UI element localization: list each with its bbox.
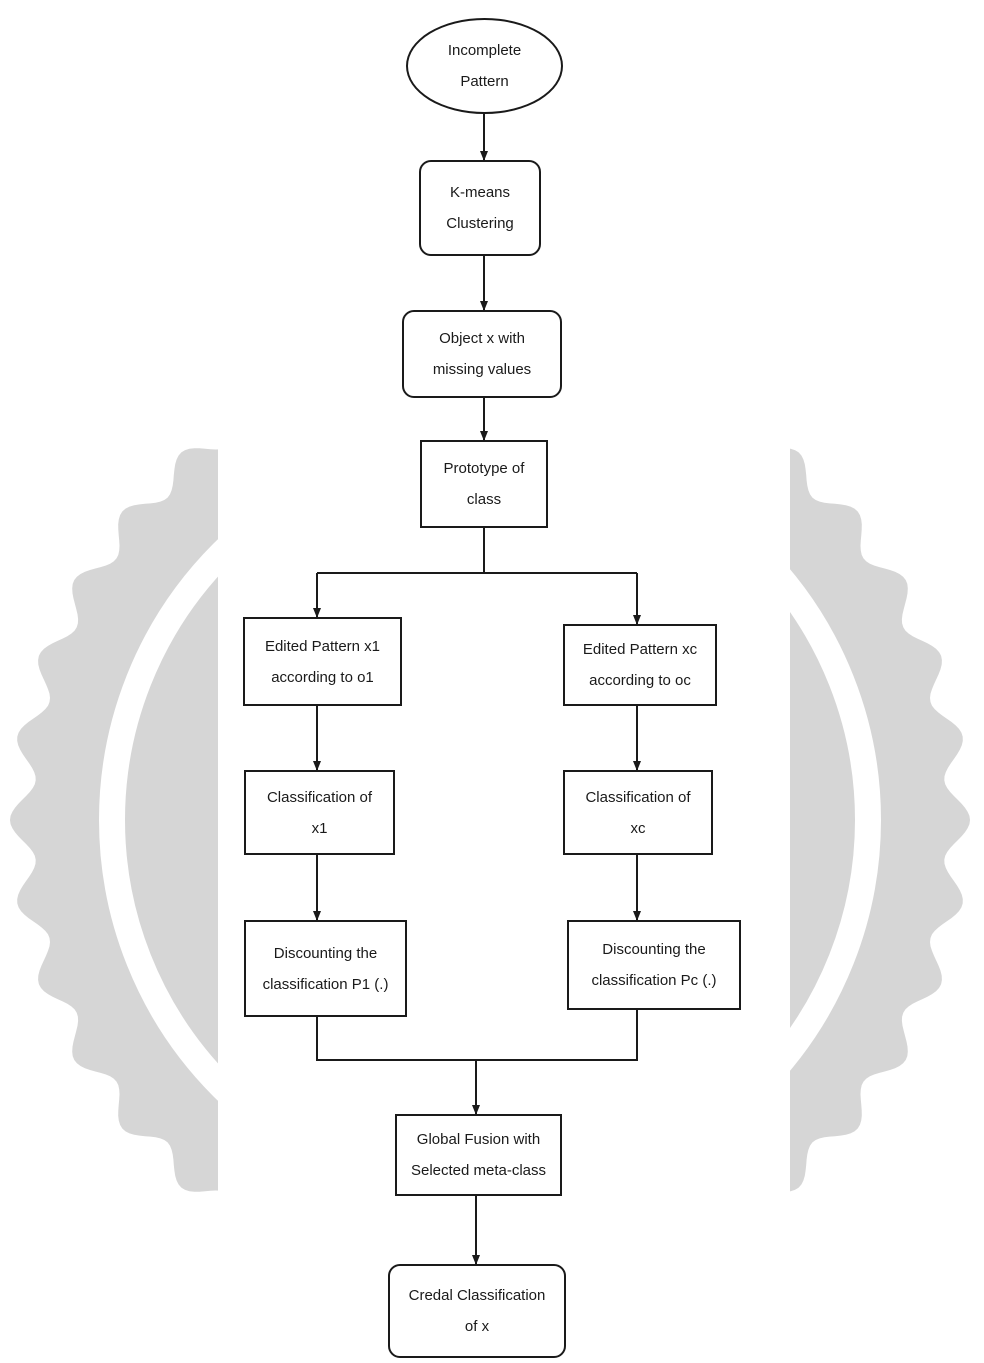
connector-discountc-merge [476, 1010, 638, 1061]
connector-discount1-merge [316, 1017, 476, 1061]
connector-prototype-split [317, 528, 485, 574]
